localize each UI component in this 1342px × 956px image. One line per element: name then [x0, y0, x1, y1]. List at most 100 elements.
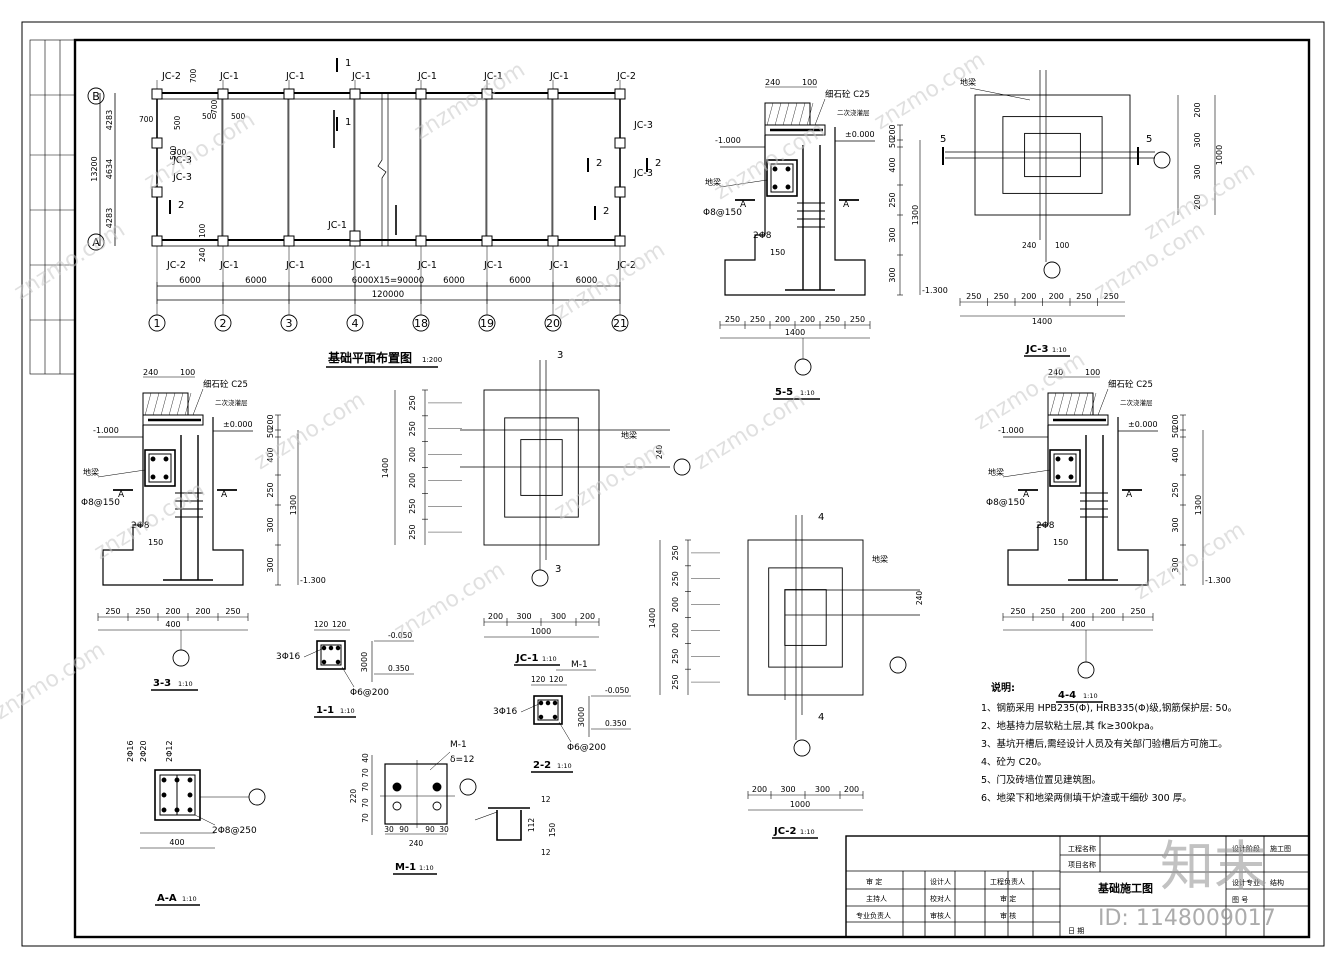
layer-label: 二次浇灌层 — [1120, 398, 1153, 407]
rebar-dot — [1055, 474, 1061, 480]
vdim-text: 250 — [266, 482, 275, 497]
tb-cell: 工程负责人 — [990, 877, 1025, 886]
section-bubble — [1077, 661, 1095, 679]
pad-title: JC-2 — [773, 826, 796, 837]
footing — [102, 524, 244, 586]
vdim-text: 250 — [671, 571, 680, 586]
hdim-text: 300 — [780, 785, 795, 794]
vdim-total: 1400 — [648, 608, 657, 628]
hdim-total: 1000 — [531, 627, 551, 636]
level-text: -0.050 — [605, 686, 629, 695]
tb-cell: 设计阶段 — [1232, 844, 1260, 853]
rebar-dot — [785, 184, 791, 190]
dim-text: 100 — [1085, 368, 1100, 377]
vdim-text: 3000 — [577, 707, 586, 727]
leader — [194, 814, 216, 826]
rebar-dot — [187, 777, 193, 783]
plate-label: M-1 — [571, 660, 588, 670]
leader — [520, 703, 540, 713]
cut-label: 3 — [555, 564, 561, 575]
jc-label: JC-1 — [327, 220, 347, 231]
footing — [1007, 524, 1149, 586]
rebar-dot — [328, 645, 334, 651]
axis-bubble-col — [148, 314, 166, 332]
rebar-dot — [785, 166, 791, 172]
note-line: 5、门及砖墙位置见建筑图。 — [981, 774, 1101, 786]
section-a: A — [221, 490, 228, 500]
plate-thick: δ=12 — [450, 755, 475, 765]
vdim-text: 200 — [671, 623, 680, 638]
pad-side — [151, 137, 163, 149]
axis-col-label: 20 — [546, 317, 560, 330]
vdim-total: 1400 — [381, 458, 390, 478]
dim-text: 12 — [541, 795, 551, 804]
level-text: ±0.000 — [1128, 420, 1158, 429]
hdim-text: 250 — [1040, 607, 1055, 616]
vdim-text: 300 — [266, 517, 275, 532]
vdim-text: 50 — [266, 428, 275, 438]
jc-label-bottom: JC-1 — [351, 260, 371, 271]
anchor-hole — [432, 801, 442, 811]
rebar-dot — [772, 166, 778, 172]
vdim-text: 300 — [888, 267, 897, 282]
section-a: A — [1023, 490, 1030, 500]
hdim-text: 30 — [384, 825, 394, 834]
pad-outer — [747, 539, 864, 696]
section-bubble — [794, 358, 812, 376]
pad-bottom — [614, 235, 626, 247]
axis-bubble — [531, 569, 549, 587]
watermark-text: znzmo.com — [690, 387, 810, 475]
pad-top — [481, 88, 493, 100]
stirrup — [320, 644, 342, 666]
detail-dim: 500 — [169, 145, 178, 160]
vdim-text: 3000 — [360, 652, 369, 672]
vdim-text: 50 — [1171, 428, 1180, 438]
axis-bubble — [673, 458, 691, 476]
beam-label: 地梁 — [960, 77, 976, 87]
vdim-text: 50 — [888, 138, 897, 148]
jc-label-bottom: JC-1 — [549, 260, 569, 271]
pad-bottom — [283, 235, 295, 247]
axis-col-label: 1 — [154, 317, 161, 330]
dim-text: 240 — [655, 445, 664, 460]
jc-label-top: JC-2 — [161, 71, 181, 82]
rebar-dot — [150, 456, 156, 462]
axis-bubble-col — [412, 314, 430, 332]
leader — [969, 87, 1031, 101]
cut-label: 5 — [940, 134, 946, 145]
hdim-text: 250 — [750, 315, 765, 324]
span-dim: 6000 — [443, 276, 465, 286]
leader — [97, 469, 146, 478]
vdim-total: 1300 — [1194, 495, 1203, 515]
dim-text: 150 — [148, 538, 163, 547]
hdim-text: 250 — [105, 607, 120, 616]
detail-title: 2-2 — [533, 760, 551, 771]
section-mark-label: 2 — [655, 158, 661, 169]
level-text: -1.000 — [715, 136, 741, 145]
watermark-logo: 知末 — [1160, 835, 1268, 898]
level-text: ±0.000 — [223, 420, 253, 429]
vdim-total: 1000 — [1215, 145, 1224, 165]
axis-bubble — [1043, 261, 1061, 279]
leader — [192, 388, 204, 416]
axis-col-label: 4 — [352, 317, 359, 330]
watermark-text: znzmo.com — [390, 557, 510, 645]
detail-dim: 500 — [173, 115, 182, 130]
beam-label: 地梁 — [872, 554, 888, 564]
section-a: A — [843, 200, 850, 210]
axis-bubble — [793, 739, 811, 757]
rebar-label: 3Φ16 — [276, 652, 301, 662]
hdim-text: 250 — [135, 607, 150, 616]
detail-scale: 1:10 — [340, 707, 355, 715]
rebar-dot — [538, 714, 544, 720]
dim-text: 120 — [531, 675, 546, 684]
note-line: 3、基坑开槽后,需经设计人员及有关部门验槽后方可施工。 — [981, 738, 1228, 750]
section-title: 4-4 — [1058, 690, 1076, 701]
detail-dim: 700 — [172, 148, 187, 157]
detail-dim: 500 — [231, 112, 246, 121]
rebar-dot — [187, 807, 193, 813]
note-line: 6、地梁下和地梁两侧填干炉渣或干细砂 300 厚。 — [981, 792, 1192, 804]
rebar-dot — [161, 807, 167, 813]
hdim-text: 90 — [425, 825, 435, 834]
